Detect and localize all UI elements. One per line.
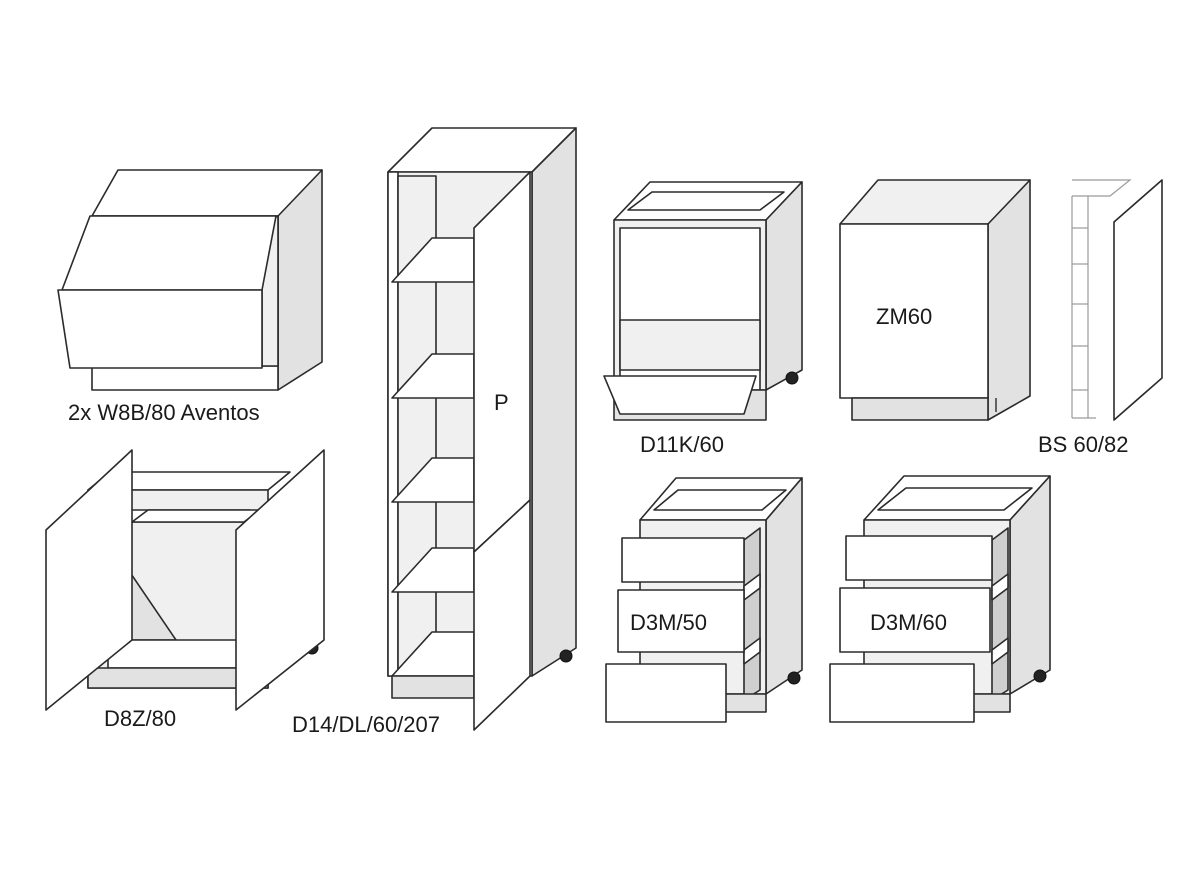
cabinet-zm60: [839, 179, 1031, 421]
cabinet-w8b-aventos: [57, 169, 323, 391]
label-d11k: D11K/60: [640, 432, 724, 457]
cabinet-bs60: [1071, 179, 1163, 421]
drawer-bottom: [605, 663, 727, 723]
drawer-middle: [839, 587, 991, 653]
label-d14-dl: D14/DL/60/207: [292, 712, 440, 737]
aventos-flap-lower: [57, 289, 263, 369]
drawer-top: [621, 537, 745, 583]
door-lower: [473, 499, 531, 731]
aventos-flap-upper: [61, 215, 277, 291]
cabinet-d11k: [603, 181, 803, 421]
label-d8z: D8Z/80: [104, 706, 177, 731]
door-right: [235, 449, 325, 711]
cabinet-d3m50: [605, 477, 803, 723]
label-zm60: ZM60: [876, 304, 933, 329]
drawer-bottom: [829, 663, 975, 723]
drawer-middle: [617, 589, 745, 653]
drawer-top: [845, 535, 993, 581]
label-bs60: BS 60/82: [1038, 432, 1129, 457]
label-d3m60: D3M/60: [870, 610, 948, 635]
cabinet-d3m60: [829, 475, 1051, 723]
cabinet-d14-dl: [387, 127, 577, 731]
door-left: [45, 449, 133, 711]
label-w8b-aventos: 2x W8B/80 Aventos: [68, 400, 260, 425]
label-d3m50: D3M/50: [630, 610, 708, 635]
door-upper: [473, 171, 531, 553]
cabinet-d8z: [45, 449, 325, 711]
label-p: P: [494, 390, 509, 415]
oven-front-panel: [603, 375, 757, 415]
side-panel: [1113, 179, 1163, 421]
